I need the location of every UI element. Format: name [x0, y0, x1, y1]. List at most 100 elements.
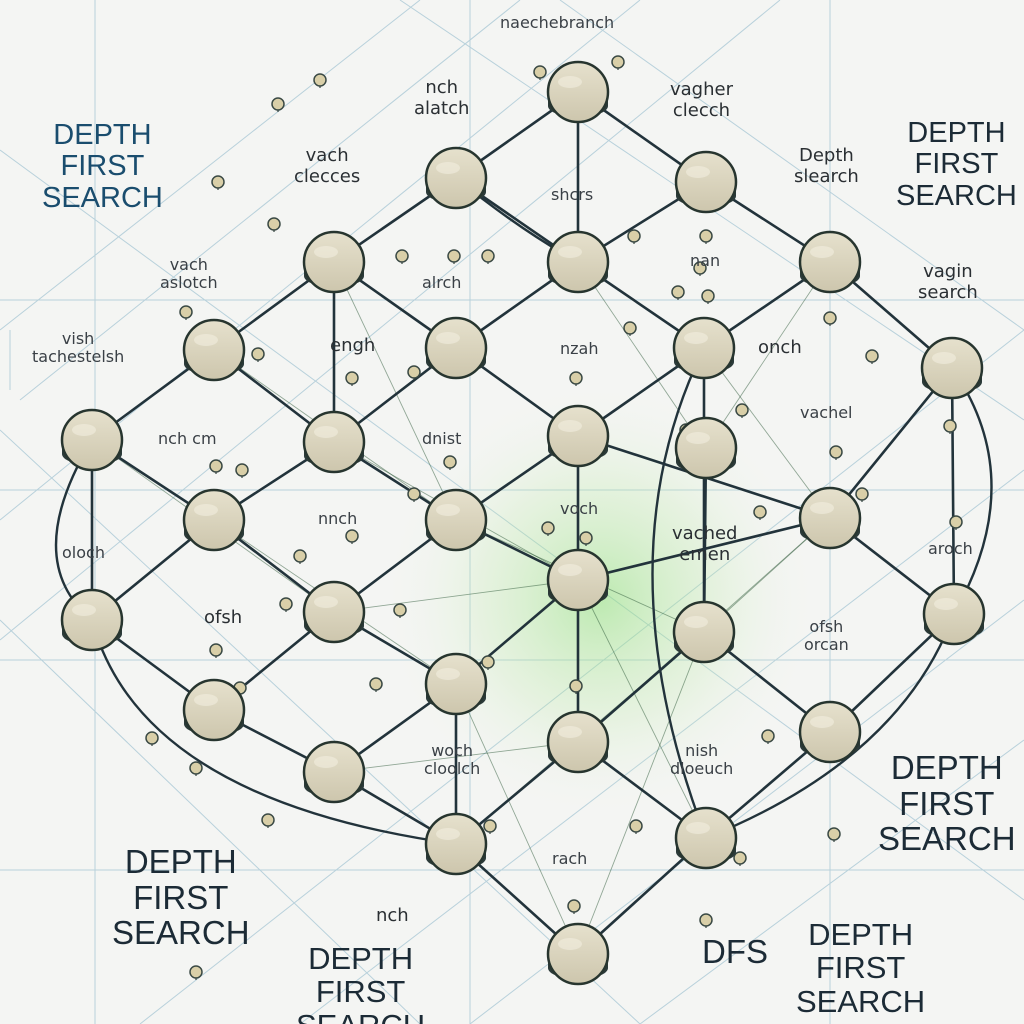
- small-dot: [407, 365, 421, 379]
- small-dot: [345, 529, 359, 543]
- small-dot: [407, 487, 421, 501]
- title-top-right: DEPTH FIRST SEARCH: [896, 117, 1017, 212]
- small-dot: [579, 531, 593, 545]
- graph-node: [424, 812, 488, 876]
- node-top: [546, 710, 610, 774]
- small-dot: [481, 249, 495, 263]
- graph-edge: [950, 366, 956, 616]
- label-vagher-clecch: vagher clecch: [670, 79, 733, 121]
- label-shcrs: shcrs: [551, 185, 594, 204]
- node-highlight: [558, 564, 582, 576]
- label-onch: onch: [758, 337, 802, 358]
- node-highlight: [686, 166, 710, 178]
- node-top: [182, 678, 246, 742]
- node-highlight: [558, 246, 582, 258]
- graph-node: [302, 230, 366, 294]
- small-dot: [533, 65, 547, 79]
- label-voch: voch: [560, 499, 599, 518]
- graph-node: [424, 146, 488, 210]
- label-nnch: nnch: [318, 509, 358, 528]
- label-oloch: oloch: [62, 543, 105, 562]
- small-dot: [267, 217, 281, 231]
- node-highlight: [810, 716, 834, 728]
- node-highlight: [686, 432, 710, 444]
- node-top: [424, 316, 488, 380]
- label-nch-bottom: nch: [376, 905, 409, 926]
- small-dot: [827, 827, 841, 841]
- node-top: [182, 488, 246, 552]
- title-bottom-right: DEPTH FIRST SEARCH: [796, 917, 926, 1019]
- label-vach-clecces: vach clecces: [294, 145, 361, 187]
- graph-node: [672, 600, 736, 664]
- node-top: [302, 580, 366, 644]
- graph-node: [546, 230, 610, 294]
- node-top: [546, 404, 610, 468]
- small-dot: [179, 305, 193, 319]
- label-engh: engh: [330, 335, 376, 356]
- small-dot: [567, 899, 581, 913]
- small-dot: [189, 965, 203, 979]
- small-dot: [393, 603, 407, 617]
- graph-node: [424, 652, 488, 716]
- small-dot: [261, 813, 275, 827]
- graph-node: [546, 404, 610, 468]
- graph-node: [182, 678, 246, 742]
- small-dot: [701, 289, 715, 303]
- small-dot: [943, 419, 957, 433]
- graph-node: [302, 740, 366, 804]
- small-dot: [733, 851, 747, 865]
- node-highlight: [436, 162, 460, 174]
- small-dot: [443, 455, 457, 469]
- label-vached-emen: vached emen: [672, 523, 738, 565]
- graph-node: [674, 806, 738, 870]
- small-dot: [483, 819, 497, 833]
- label-ofsh-right: ofsh orcan: [804, 617, 849, 655]
- title-mid-right: DEPTH FIRST SEARCH: [878, 749, 1016, 858]
- graph-node: [182, 488, 246, 552]
- node-top: [546, 60, 610, 124]
- label-ofsh: ofsh: [204, 607, 243, 628]
- node-top: [182, 318, 246, 382]
- graph-nodes: [60, 60, 986, 986]
- graph-edge: [828, 366, 954, 520]
- title-bottom-left: DEPTH FIRST SEARCH: [112, 843, 250, 952]
- small-dot: [829, 445, 843, 459]
- node-highlight: [436, 828, 460, 840]
- title-top-left: DEPTH FIRST SEARCH: [42, 119, 163, 214]
- node-top: [424, 812, 488, 876]
- node-top: [672, 316, 736, 380]
- small-dot: [251, 347, 265, 361]
- small-dot: [761, 729, 775, 743]
- thin-edge: [577, 579, 707, 839]
- title-bottom-center: DEPTH FIRST SEARCH: [296, 942, 425, 1024]
- small-dot: [569, 679, 583, 693]
- node-highlight: [810, 246, 834, 258]
- graph-node: [546, 60, 610, 124]
- label-nch-alatch: nch alatch: [414, 77, 470, 119]
- small-dot: [611, 55, 625, 69]
- small-dot: [189, 761, 203, 775]
- small-dot: [447, 249, 461, 263]
- graph-node: [302, 580, 366, 644]
- small-dot: [693, 261, 707, 275]
- label-aroch: aroch: [928, 539, 973, 558]
- graph-node: [798, 700, 862, 764]
- label-nch-cm: nch cm: [158, 429, 217, 448]
- thin-edge: [577, 261, 705, 449]
- small-dot: [209, 643, 223, 657]
- label-vagin-search: vagin search: [918, 261, 978, 303]
- small-dot: [949, 515, 963, 529]
- node-highlight: [932, 352, 956, 364]
- node-highlight: [558, 76, 582, 88]
- graph-node: [922, 582, 986, 646]
- node-top: [546, 922, 610, 986]
- node-highlight: [686, 822, 710, 834]
- node-top: [798, 486, 862, 550]
- node-top: [920, 336, 984, 400]
- graph-edge-curve: [651, 347, 708, 839]
- node-highlight: [314, 756, 338, 768]
- node-top: [302, 410, 366, 474]
- small-dot: [623, 321, 637, 335]
- node-highlight: [314, 426, 338, 438]
- node-top: [60, 588, 124, 652]
